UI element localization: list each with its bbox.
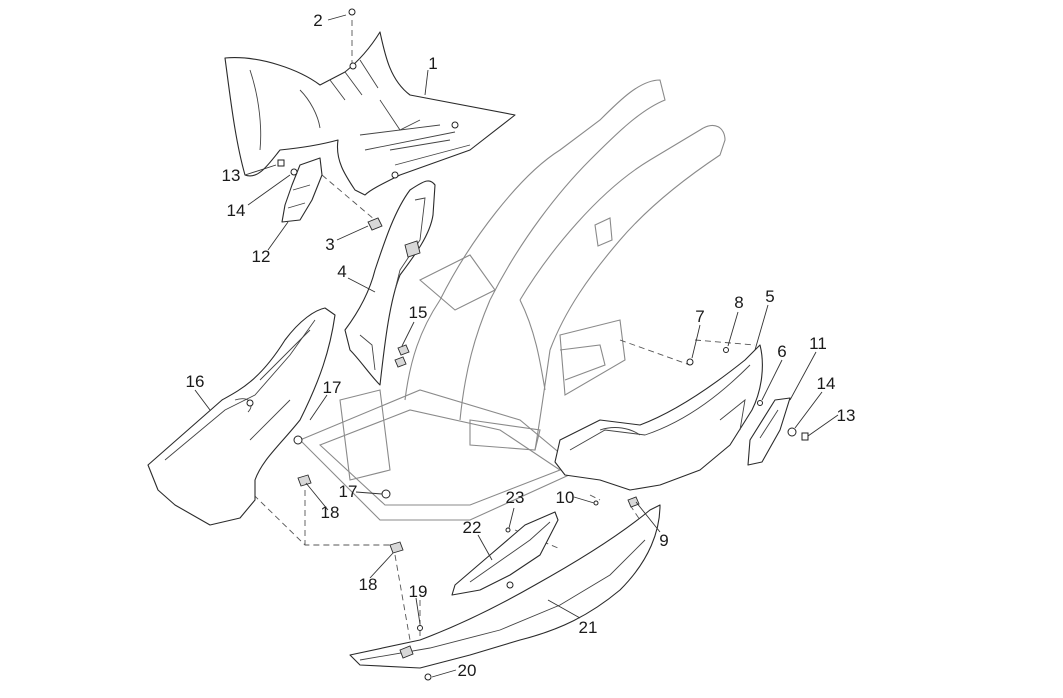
part-3-clip: [367, 217, 383, 231]
part-1-footboard: [224, 31, 516, 196]
callout-labels: 2 1 13 14 12 3 4 15 16 17 17 18 18 19 20…: [186, 11, 856, 680]
part-18-clip-upper: [297, 474, 312, 487]
screw-13-left: [277, 159, 285, 167]
callout-17-left: 17: [323, 378, 342, 397]
callout-12: 12: [252, 247, 271, 266]
callout-13-left: 13: [222, 166, 241, 185]
screw-13-right: [801, 432, 809, 441]
callout-14-right: 14: [817, 374, 836, 393]
part-6-screw: [757, 400, 763, 406]
callout-23: 23: [506, 488, 525, 507]
part-21-lower-panel: [349, 504, 661, 669]
part-22-panel: [451, 511, 559, 596]
callout-17-center: 17: [339, 482, 358, 501]
part-18-clip-lower: [389, 541, 404, 554]
callout-11: 11: [809, 334, 827, 353]
callout-13-right: 13: [837, 406, 856, 425]
callout-21: 21: [579, 618, 598, 637]
callout-8: 8: [734, 293, 743, 312]
screw-17-center: [381, 489, 391, 499]
part-5-right-side-panel: [554, 344, 763, 491]
part-19-screw: [417, 625, 423, 631]
part-15-clip: [397, 344, 410, 356]
callout-10: 10: [556, 488, 575, 507]
callout-3: 3: [325, 235, 334, 254]
callout-22: 22: [463, 518, 482, 537]
callout-6: 6: [777, 342, 786, 361]
leader-lines: [194, 14, 839, 678]
washer-14-right: [787, 427, 797, 437]
part-12-bracket: [281, 157, 323, 223]
callout-15: 15: [409, 303, 428, 322]
callout-4: 4: [337, 262, 346, 281]
callout-18-lower: 18: [359, 575, 378, 594]
part-9-clip: [627, 496, 640, 508]
callout-9: 9: [659, 531, 668, 550]
callout-1: 1: [428, 54, 437, 73]
part-7-nut: [686, 358, 694, 366]
callout-16: 16: [186, 372, 205, 391]
part-11-bracket: [747, 397, 791, 466]
washer-14-left: [290, 168, 298, 176]
part-10-screw: [593, 500, 599, 506]
callout-5: 5: [765, 287, 774, 306]
part-20-screw: [424, 673, 432, 681]
callout-19: 19: [409, 582, 428, 601]
part-16-left-side-panel: [147, 307, 336, 526]
part-2-screw: [348, 8, 356, 16]
callout-18-upper: 18: [321, 503, 340, 522]
part-23-screw: [505, 527, 511, 533]
callout-2: 2: [313, 11, 322, 30]
callout-7: 7: [695, 307, 704, 326]
part-8-screw: [723, 347, 729, 353]
part-15-clip-b: [394, 356, 407, 368]
callout-14-left: 14: [227, 201, 246, 220]
screw-17-left: [293, 435, 303, 445]
part-4-inner-panel: [344, 180, 436, 386]
callout-20: 20: [458, 661, 477, 680]
